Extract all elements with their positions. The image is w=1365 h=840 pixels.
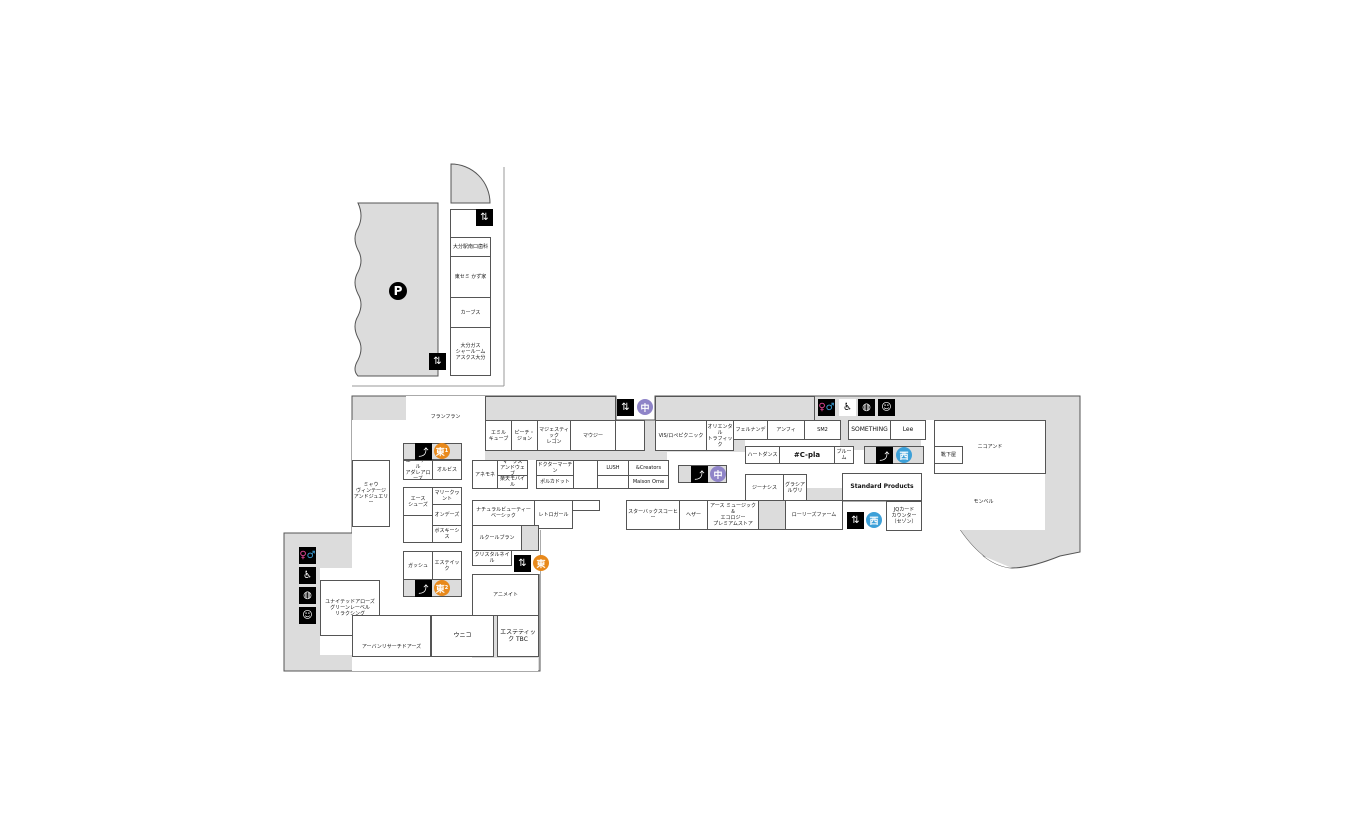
common-area-right-mid [758,500,786,530]
wheelchair-icon[interactable]: ♿ [839,399,856,416]
shop-vis-rope[interactable]: VIS/ロペピクニック [655,420,707,451]
nursing-room-icon[interactable]: ◍ [858,399,875,416]
elevator-icon[interactable]: ⇅ [847,512,864,529]
elevator-icon[interactable]: ⇅ [476,209,493,226]
shop-ace-shoes[interactable]: エース シューズ [403,487,433,516]
shop-lowrys[interactable]: ローリーズファーム [785,500,843,530]
multipurpose-icon[interactable]: ☺ [878,399,895,416]
shop-retro-girl[interactable]: レトロガール [534,500,573,529]
shop-empty-4 [597,475,629,489]
restroom-icon[interactable]: ♀♂ [299,547,316,564]
elevator-icon[interactable]: ⇅ [617,399,634,416]
shop-aa-anna[interactable]: エー・アール アダレアローズ [403,460,433,480]
shop-rakuten-mobile[interactable]: 楽天モバイル [497,475,528,489]
shop-hege[interactable]: ヘザー [679,500,708,530]
shop-animate[interactable]: アニメイト [472,574,539,616]
shop-jq-card[interactable]: JQカード カウンター （セゾン） [886,501,922,531]
shop-kosme[interactable]: ボスキーシス [432,525,462,543]
shop-on-days[interactable]: オンデーズ [432,504,462,526]
escalator-icon[interactable]: ⤴ [415,580,432,597]
shop-curves[interactable]: カーブス [450,297,491,328]
shop-sm2[interactable]: SM2 [804,420,841,440]
escalator-zone-east-2 [403,579,462,597]
shop-c-pla[interactable]: #C-pla [779,446,835,464]
center-badge-elevator: 中 [637,399,653,415]
shop-empty-2 [615,420,645,451]
shop-kutsushita[interactable]: 靴下屋 [934,446,963,464]
shop-franfranc[interactable]: フランフラン [430,414,461,420]
shop-united-arrows[interactable]: ユナイテッドアローズ グリーンレーベル リラクシング [320,580,380,636]
shop-gassho[interactable]: ガッシュ [403,551,433,580]
shop-standard-products[interactable]: Standard Products [842,473,922,501]
shop-mary-quant[interactable]: マリークヮント [432,487,462,505]
elevator-icon[interactable]: ⇅ [429,353,446,370]
shop-montbell[interactable]: モンベル [973,499,994,505]
shop-marks[interactable]: マークス アンドウェブ [497,460,528,476]
shop-oita-gas[interactable]: 大分ガス シャールーム アスクス大分 [450,327,491,376]
shop-oita-dental[interactable]: 大分駅南口歯科 [450,237,491,257]
common-area-right-top [655,396,815,421]
escalator-icon[interactable]: ⤴ [691,466,708,483]
shop-felnandy[interactable]: フェルナンデ [733,420,768,440]
shop-heart-dance[interactable]: ハートダンス [745,446,780,464]
shop-starbucks[interactable]: スターバックスコーヒー [626,500,680,530]
shop-esthetic[interactable]: エステイック [432,551,462,580]
shop-maison-orne[interactable]: Maison Orne [628,475,669,489]
shop-lush[interactable]: LUSH [597,460,629,476]
upper-block-edge [450,209,491,238]
escalator-zone-east-1 [403,443,462,460]
shop-empty-1 [403,515,433,543]
parking-icon[interactable]: P [389,282,407,300]
shop-anemone[interactable]: アネモネ [472,460,498,489]
shop-dr-martens[interactable]: ドクターマーチン [536,460,574,476]
shop-orbis[interactable]: オルビス [432,460,462,480]
common-area-top [485,396,616,421]
west-badge: 西 [896,447,912,463]
shop-tosemi[interactable]: 東セミ かず家 [450,256,491,298]
shop-something[interactable]: SOMETHING [848,420,891,440]
shop-empty-3 [573,460,598,489]
shop-oriental-traffic[interactable]: オリエンタル トラフィック [706,420,734,451]
restroom-icon[interactable]: ♀♂ [818,399,835,416]
shop-glacier[interactable]: グラシア ルヴリ [783,474,807,501]
shop-lee[interactable]: Lee [890,420,926,440]
shop-and-creators[interactable]: &Creators [628,460,669,476]
elevator-icon[interactable]: ⇅ [514,555,531,572]
shop-miyu[interactable]: ミャウ ヴィンテージ アンドジュエリー [352,460,390,527]
baby-care-icon[interactable]: ☺ [299,607,316,624]
shop-anfi[interactable]: アンフィ [767,420,805,440]
corner-area [450,163,491,204]
corridor-3 [921,473,1045,568]
common-area-mid [521,525,539,551]
shop-natural-beauty[interactable]: ナチュラルビューティー ベーシック [472,500,535,526]
nursing-room-icon[interactable]: ◍ [299,587,316,604]
wheelchair-icon[interactable]: ♿ [299,567,316,584]
shop-le-cour[interactable]: ルクールブラン [472,525,522,551]
shop-emiru[interactable]: エミル キューブ [485,420,512,451]
shop-crystal-nail[interactable]: クリスタルネイル [472,550,512,566]
center-badge: 中 [710,466,726,482]
shop-esthetic-tbc[interactable]: エステティック TBC [497,615,539,657]
escalator-icon[interactable]: ⤴ [876,447,893,464]
shop-earth-music[interactable]: アース ミュージック＆ エコロジー プレミアムストア [707,500,759,530]
shop-empty-5 [572,500,600,511]
west-badge-elevator: 西 [866,512,882,528]
escalator-icon[interactable]: ⤴ [415,443,432,460]
escalator-zone-west [864,446,924,464]
shop-polka-dot[interactable]: ポルカドット [536,475,574,489]
shop-peach-john[interactable]: ピーチ・ ジョン [511,420,538,451]
shop-jeanasis[interactable]: ジーナシス [745,474,784,501]
shop-uniqlo[interactable]: ウニコ [431,615,494,657]
shop-majestic[interactable]: マジェスティック レゴン [537,420,571,451]
east-badge-elevator: 東 [533,555,549,571]
shop-bloom[interactable]: ブルーム [834,446,854,464]
shop-mausy[interactable]: マウジー [570,420,616,451]
shop-urban-research[interactable]: アーバンリサーチドアーズ [352,615,431,657]
